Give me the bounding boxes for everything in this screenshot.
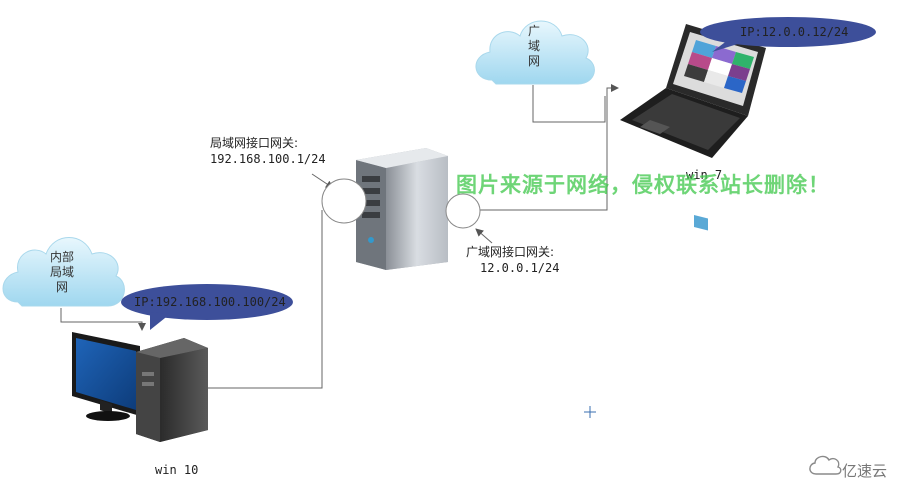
pointer-wan-gateway-label	[475, 228, 493, 244]
site-logo-text: 亿速云	[842, 462, 888, 480]
laptop-icon	[620, 24, 766, 231]
gateway-lan-interface-icon	[321, 178, 367, 224]
gateway-lan-ip: 192.168.100.1/24	[210, 152, 326, 166]
server-icon	[356, 148, 448, 270]
crosshair-icon	[584, 406, 596, 418]
lan-cloud-icon	[2, 237, 125, 307]
win10-name-label: win 10	[155, 463, 199, 477]
win10-ip-label: IP:192.168.100.100/24	[134, 295, 286, 309]
gateway-wan-ip: 12.0.0.1/24	[480, 261, 560, 275]
gateway-lan-label: 局域网接口网关: 192.168.100.1/24	[210, 135, 326, 167]
wan-cloud-label-line: 广	[527, 24, 540, 38]
wan-cloud-label: 广 域 网	[522, 24, 546, 69]
gateway-wan-interface-icon	[445, 193, 481, 229]
wan-cloud-icon	[475, 20, 595, 85]
wan-cloud-label-line: 网	[527, 54, 540, 68]
lan-cloud-label: 内部 局域 网	[44, 250, 80, 295]
link-lan-cloud-to-win10	[60, 308, 146, 331]
gateway-wan-title: 广域网接口网关:	[466, 245, 555, 259]
link-wan-cloud-to-laptop	[532, 85, 606, 123]
win7-ip-label: IP:12.0.0.12/24	[740, 25, 849, 39]
link-win10-to-gateway-lan	[208, 210, 323, 389]
logo-cloud-icon	[809, 455, 842, 475]
gateway-wan-label: 广域网接口网关: 12.0.0.1/24	[466, 244, 559, 276]
wan-cloud-label-line: 域	[527, 39, 540, 53]
gateway-lan-title: 局域网接口网关:	[210, 136, 299, 150]
lan-cloud-label-line: 内部	[49, 250, 74, 264]
link-gateway-wan-to-win7	[480, 84, 619, 211]
watermark-text: 图片来源于网络，侵权联系站长删除！	[456, 173, 830, 197]
win7-name-label: win 7	[686, 168, 723, 182]
lan-cloud-label-line: 局域	[49, 265, 74, 279]
win10-ip-bubble-icon	[121, 284, 293, 330]
desktop-icon	[72, 332, 208, 442]
lan-cloud-label-line: 网	[55, 280, 68, 294]
win7-ip-bubble-icon	[700, 17, 876, 52]
